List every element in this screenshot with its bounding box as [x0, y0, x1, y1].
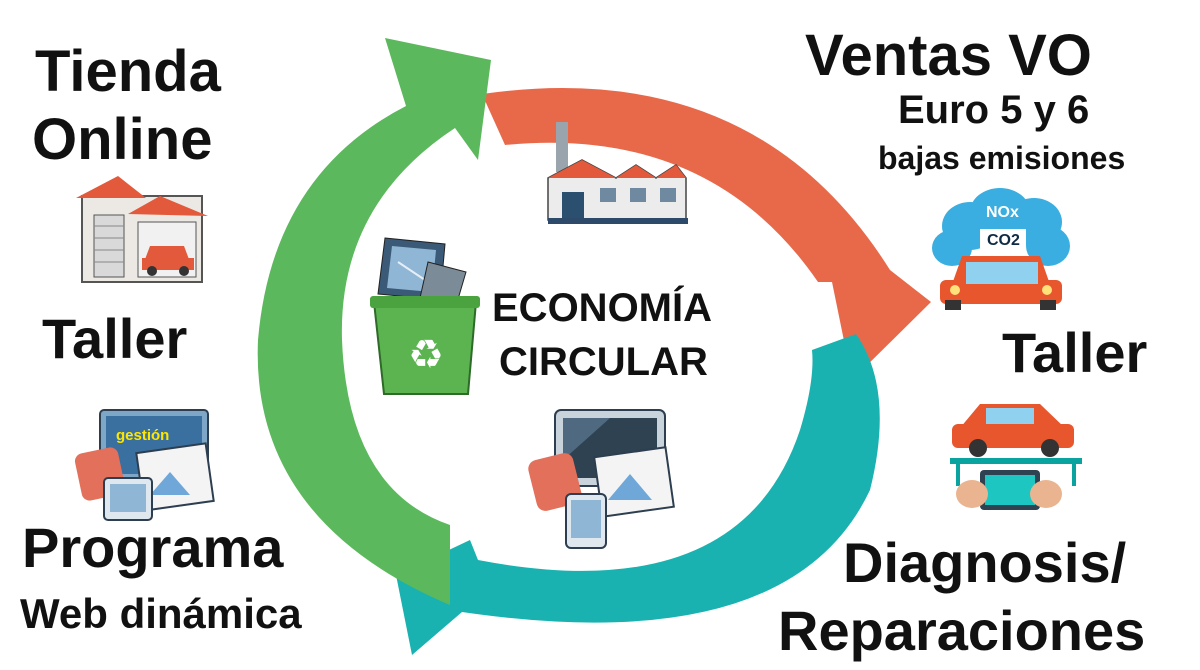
center-title-line1: ECONOMÍA	[492, 286, 712, 330]
devices-icon-center	[528, 409, 675, 549]
badge-nox: NOx	[986, 204, 1019, 221]
label-diagnosis: Diagnosis/	[843, 531, 1127, 594]
label-reparaciones: Reparaciones	[778, 599, 1146, 662]
label-programa: Programa	[22, 516, 284, 579]
teal-cycle-arrow	[396, 334, 880, 655]
label-web-dinamica: Web dinámica	[20, 590, 302, 637]
devices-icon-left	[74, 409, 215, 521]
car-emissions-icon	[932, 188, 1070, 310]
label-euro-5-6: Euro 5 y 6	[898, 88, 1090, 132]
recycle-bin-icon: ♻	[370, 237, 480, 395]
badge-co2: CO2	[987, 232, 1020, 249]
label-ventas-vo: Ventas VO	[805, 23, 1092, 88]
svg-text:♻: ♻	[408, 332, 444, 378]
label-tienda: Tienda	[35, 39, 221, 104]
orange-cycle-arrow	[482, 88, 931, 380]
label-taller-left: Taller	[42, 307, 188, 370]
label-gestion: gestión	[116, 427, 170, 444]
label-bajas-emisiones: bajas emisiones	[878, 140, 1126, 176]
center-title-line2: CIRCULAR	[499, 340, 708, 384]
label-online: Online	[32, 107, 213, 172]
car-diagnostics-icon	[950, 404, 1082, 510]
label-taller-right: Taller	[1002, 321, 1148, 384]
factory-icon	[547, 122, 688, 224]
garage-icon	[76, 176, 208, 283]
green-cycle-arrow	[257, 38, 491, 605]
